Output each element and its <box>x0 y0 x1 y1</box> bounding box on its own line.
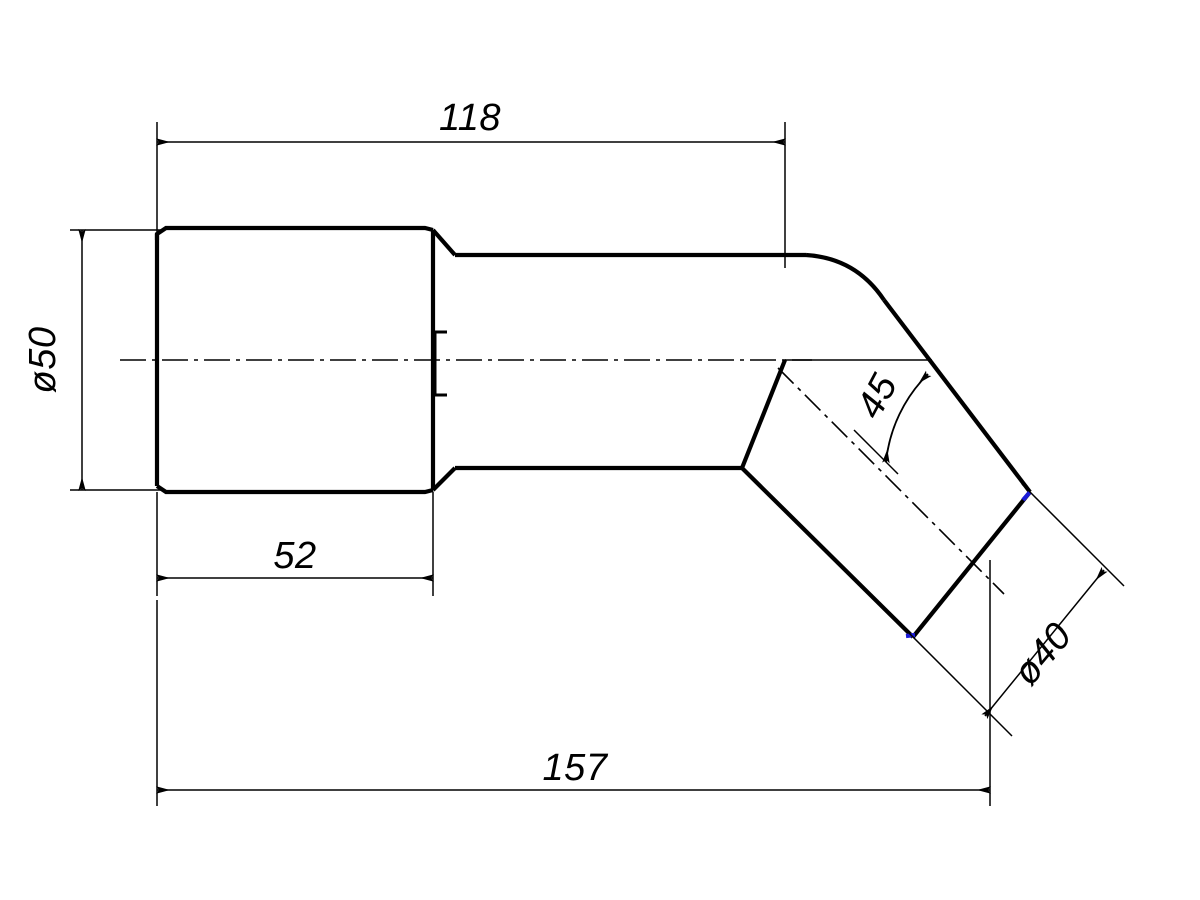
dimension-157: 157 <box>156 560 991 806</box>
angle-arc-45 <box>882 370 932 464</box>
outlet-upper-edge <box>882 298 1032 494</box>
dimension-118: 118 <box>156 97 786 268</box>
bend-inner-upper-segment <box>740 359 787 469</box>
ext-line-angle-inclined <box>853 429 899 475</box>
dim-label-157: 157 <box>543 747 609 789</box>
outlet-end-face <box>911 490 1032 639</box>
bend-outer-fillet <box>805 252 886 302</box>
dim-label-d50: ø50 <box>22 327 64 394</box>
flange-top-edge <box>154 225 434 240</box>
taper-top <box>431 228 457 257</box>
centerline-group <box>120 359 1005 595</box>
dimension-diameter-50: ø50 <box>22 229 165 491</box>
dim-line-d40 <box>981 566 1108 720</box>
flange-bottom-edge <box>155 484 434 495</box>
taper-bottom <box>431 466 457 492</box>
outlet-corner-cap-upper <box>1021 490 1032 502</box>
dimension-diameter-40: ø40 <box>904 483 1125 737</box>
part-outline-group <box>154 225 1032 639</box>
dim-label-d40: ø40 <box>1005 615 1080 693</box>
ext-line-d40-upper <box>1021 483 1125 587</box>
dimension-angle-45: 45 <box>785 359 932 475</box>
ext-line-d40-lower <box>904 628 1013 737</box>
dim-label-52: 52 <box>273 535 316 577</box>
outlet-lower-edge <box>740 466 915 639</box>
dimension-52: 52 <box>156 492 434 596</box>
dim-label-118: 118 <box>439 97 501 139</box>
inclined-center-axis <box>777 367 1005 595</box>
keyway-slot <box>433 330 447 397</box>
